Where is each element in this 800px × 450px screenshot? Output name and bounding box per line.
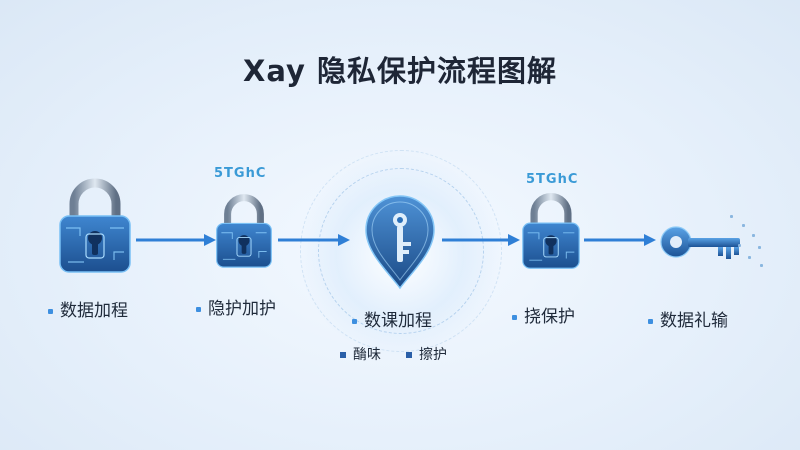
padlock-icon (212, 192, 276, 272)
flow-arrow (278, 232, 350, 252)
sub-item: 酳味 (340, 344, 381, 364)
center-ring-outer (300, 150, 502, 352)
step-2-label: 隐护加护 (196, 294, 276, 319)
step-2-code: 5TGhC (214, 166, 267, 181)
step-5-label: 数据礼输 (648, 306, 728, 331)
pixel-dot (758, 246, 761, 249)
flow-arrow (136, 232, 216, 252)
pixel-dot (748, 256, 751, 259)
step-3-label: 数课加程 (352, 306, 432, 331)
flow-arrow (584, 232, 656, 252)
flow-arrow (442, 232, 520, 252)
step-4-label: 挠保护 (512, 302, 575, 327)
step-1-label: 数据加程 (48, 296, 128, 321)
pixel-dot (760, 264, 763, 267)
pixel-dot (730, 215, 733, 218)
step-4-code: 5TGhC (526, 172, 579, 187)
page-title: Xay 隐私保护流程图解 (242, 54, 558, 88)
pixel-dot (742, 224, 745, 227)
pixel-dot (738, 244, 741, 247)
padlock-icon (54, 178, 136, 276)
shield-key-icon (360, 192, 440, 292)
key-icon (658, 220, 758, 270)
padlock-icon (518, 192, 584, 272)
sub-item: 擦护 (406, 344, 447, 364)
pixel-dot (752, 234, 755, 237)
